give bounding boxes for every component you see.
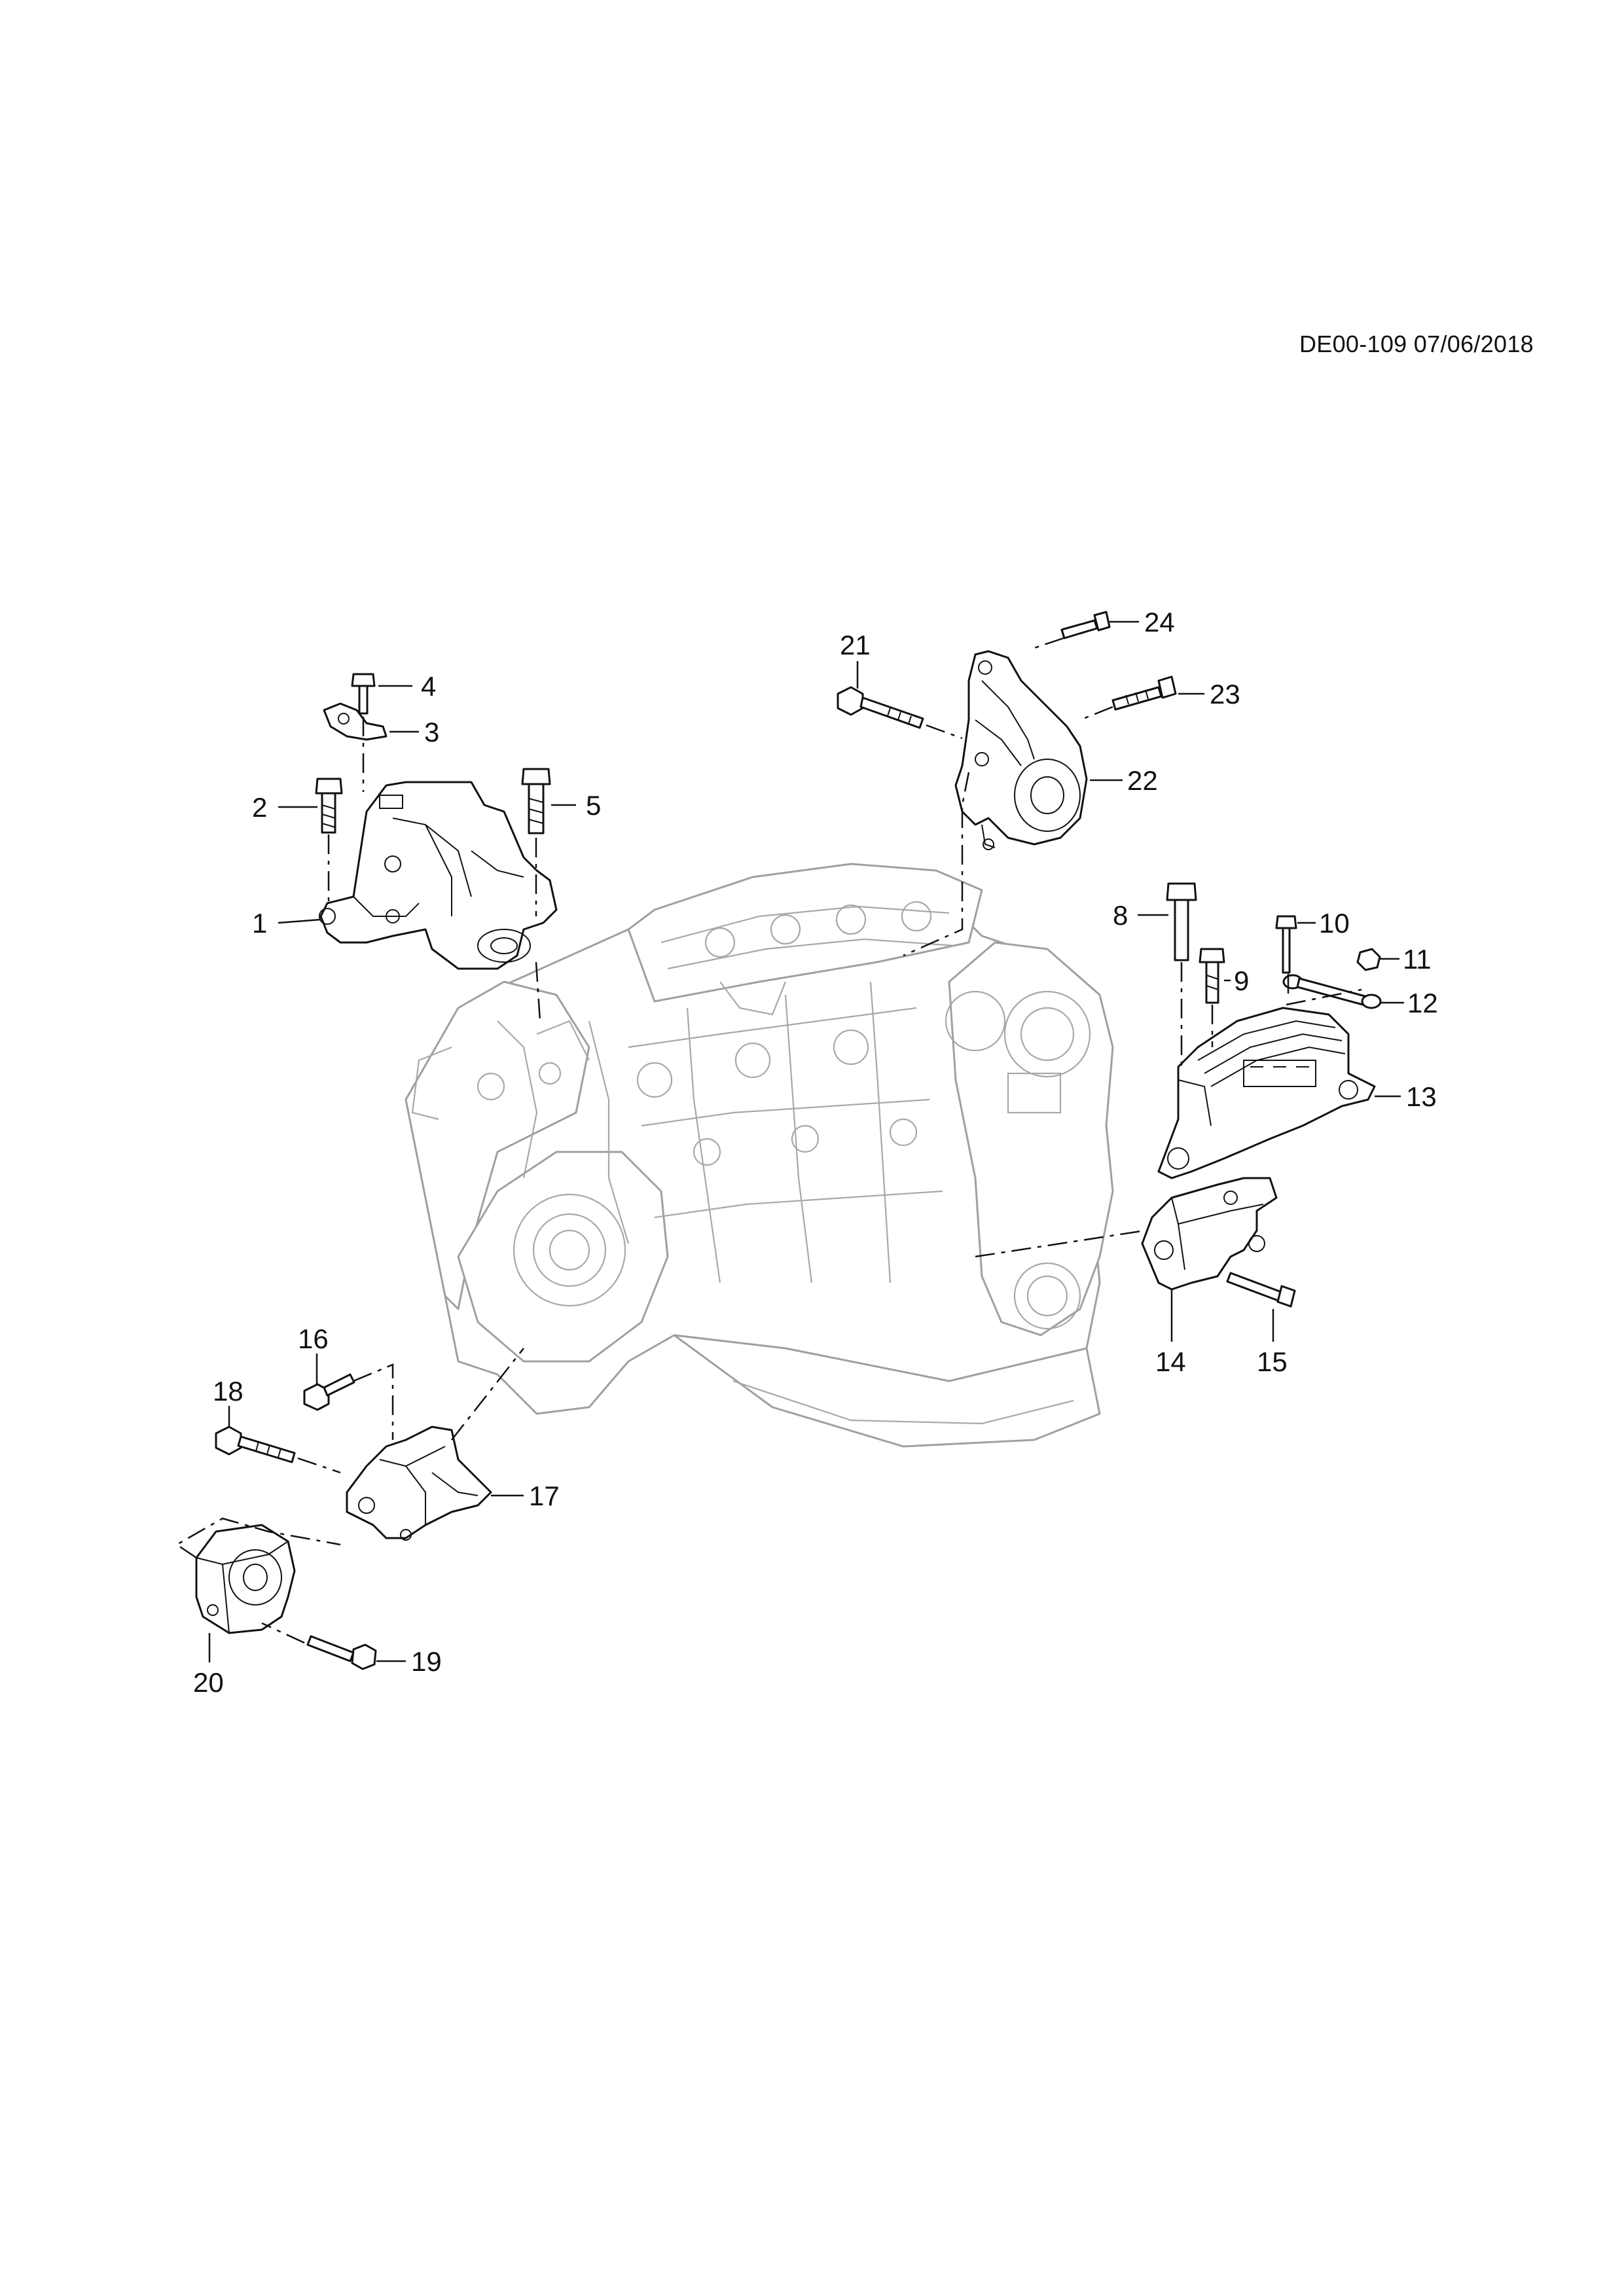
part-11-nut xyxy=(1356,948,1381,971)
part-24-bolt xyxy=(1060,611,1111,639)
callout-22: 22 xyxy=(1127,765,1158,796)
callout-10: 10 xyxy=(1319,908,1350,939)
callout-20: 20 xyxy=(193,1667,224,1698)
document-reference: DE00-109 07/06/2018 xyxy=(1299,331,1534,357)
part-2-bolt xyxy=(315,778,343,834)
callout-17: 17 xyxy=(529,1480,560,1511)
callout-15: 15 xyxy=(1257,1346,1288,1377)
part-3-bracket xyxy=(323,702,388,741)
callout-labels: 1 2 3 4 5 8 9 10 11 12 13 14 15 16 17 18… xyxy=(193,607,1438,1698)
part-15-bolt xyxy=(1226,1272,1296,1308)
part-19-bolt xyxy=(306,1635,377,1670)
callout-5: 5 xyxy=(586,790,601,821)
part-10-bolt xyxy=(1275,915,1297,974)
callout-9: 9 xyxy=(1234,965,1249,996)
assembly-lines xyxy=(175,637,1362,1644)
part-20-mount-block xyxy=(195,1524,296,1634)
callout-24: 24 xyxy=(1144,607,1175,637)
part-9-bolt xyxy=(1199,948,1225,1004)
leader-lines xyxy=(208,620,1404,1662)
part-22-upper-mount xyxy=(954,650,1088,850)
callout-18: 18 xyxy=(213,1376,244,1407)
callout-4: 4 xyxy=(421,671,436,702)
part-1-engine-mount-bracket xyxy=(319,781,558,970)
part-4-bolt xyxy=(351,673,376,715)
callout-14: 14 xyxy=(1155,1346,1186,1377)
part-18-bolt xyxy=(215,1426,296,1463)
part-14-bracket xyxy=(1141,1177,1278,1291)
part-5-bolt xyxy=(521,768,551,834)
callout-16: 16 xyxy=(298,1323,329,1354)
callout-21: 21 xyxy=(840,630,871,660)
part-21-bolt xyxy=(837,686,924,729)
part-23-bolt xyxy=(1111,675,1177,711)
callout-11: 11 xyxy=(1403,944,1432,975)
callout-3: 3 xyxy=(424,717,439,747)
callout-8: 8 xyxy=(1113,900,1128,931)
callout-1: 1 xyxy=(252,908,267,939)
part-13-mount xyxy=(1157,1007,1376,1179)
callout-23: 23 xyxy=(1210,679,1240,709)
part-16-bolt xyxy=(303,1373,355,1411)
callout-12: 12 xyxy=(1407,988,1438,1018)
callout-13: 13 xyxy=(1406,1081,1437,1112)
callout-19: 19 xyxy=(411,1646,442,1677)
part-8-bolt xyxy=(1166,882,1197,961)
engine-assembly xyxy=(405,863,1114,1448)
callout-2: 2 xyxy=(252,792,267,823)
part-17-lower-mount xyxy=(346,1426,492,1541)
